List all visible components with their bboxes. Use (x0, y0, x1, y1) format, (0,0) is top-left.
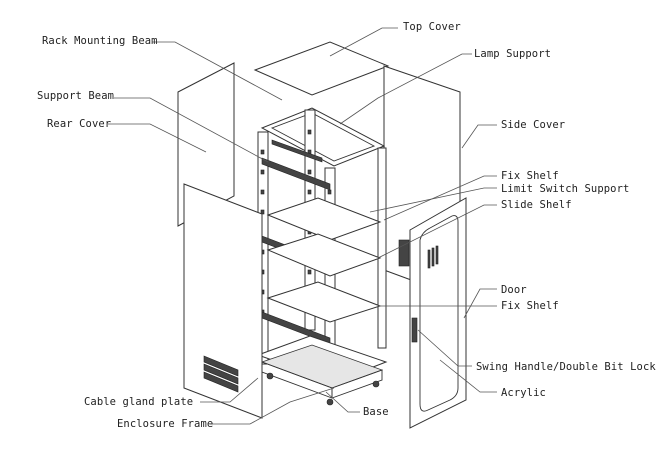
label-enclosure-frame: Enclosure Frame (117, 418, 214, 430)
front-left-panel (183, 183, 263, 419)
label-rear-cover: Rear Cover (47, 118, 112, 130)
enclosure-frame (256, 107, 388, 406)
rear-panel (177, 62, 235, 227)
label-fix-shelf-top: Fix Shelf (501, 170, 559, 182)
label-acrylic: Acrylic (501, 387, 546, 399)
label-support-beam: Support Beam (37, 90, 115, 102)
label-fix-shelf-bottom: Fix Shelf (501, 300, 559, 312)
label-top-cover: Top Cover (403, 21, 461, 33)
label-base: Base (363, 406, 389, 418)
leader-lines (108, 27, 497, 425)
top-cover (253, 41, 390, 96)
label-swing-handle: Swing Handle/Double Bit Lock (476, 361, 656, 373)
door (409, 197, 467, 429)
label-side-cover: Side Cover (501, 119, 566, 131)
label-slide-shelf: Slide Shelf (501, 199, 572, 211)
label-limit-switch-support: Limit Switch Support (501, 183, 630, 195)
label-door: Door (501, 284, 527, 296)
label-cable-gland-plate: Cable gland plate (84, 396, 194, 408)
label-rack-mounting-beam: Rack Mounting Beam (42, 35, 158, 47)
label-lamp-support: Lamp Support (474, 48, 552, 60)
